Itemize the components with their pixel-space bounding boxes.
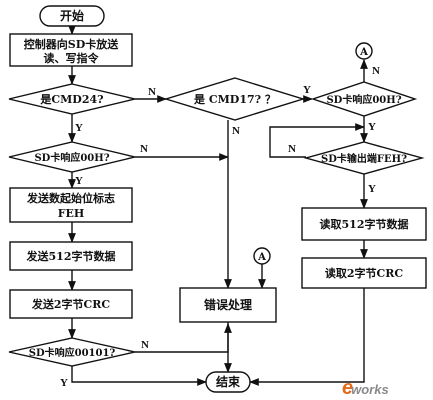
feh-yes-label: Y	[368, 183, 376, 195]
connector-a-mid-label: A	[257, 252, 266, 263]
resp00h-left-decision	[8, 141, 136, 173]
read-crc-label: 读取2字节CRC	[325, 266, 404, 280]
send-512-process	[9, 241, 133, 271]
edge-feh-no-loop	[269, 123, 365, 158]
read-crc-process	[301, 257, 427, 289]
cmd24-decision	[8, 83, 136, 115]
connector-a-mid	[253, 247, 271, 265]
send-crc-process	[9, 289, 133, 319]
cmd17-label: 是 CMD17? ？	[193, 93, 276, 106]
start-flag-process	[9, 187, 133, 223]
read-512-process	[301, 207, 427, 241]
cmd24-label: 是CMD24?	[39, 93, 103, 106]
error-process	[179, 287, 277, 323]
resp00101-decision	[8, 337, 136, 367]
resp00h-right-decision	[310, 81, 418, 117]
eworks-watermark: eworks	[342, 377, 389, 399]
start-flag-label-line1: 发送数起始位标志	[26, 191, 115, 205]
watermark-works: works	[351, 382, 389, 397]
connector-a-top-label: A	[359, 47, 368, 58]
flow-edges	[68, 25, 368, 386]
start-terminal	[39, 5, 105, 27]
error-label: 错误处理	[204, 297, 252, 312]
read-512-label: 读取512字节数据	[320, 217, 409, 231]
resp00h-left-yes-label: Y	[75, 175, 83, 187]
cmd24-no-label: N	[148, 86, 156, 98]
resp00101-no-label: N	[141, 339, 149, 351]
send-cmd-label-line2: 读、写指令	[44, 51, 100, 65]
feh-label: SD卡输出端FEH?	[321, 152, 407, 165]
cmd17-decision	[163, 77, 306, 121]
start-flag-label-line2: FEH	[58, 207, 85, 220]
resp00h-right-label: SD卡响应00H?	[326, 93, 401, 106]
resp00h-right-no-label: N	[372, 65, 380, 77]
node-labels: 开始 控制器向SD卡放送 读、写指令 是CMD24? 是 CMD17? ？ SD…	[24, 8, 409, 389]
branch-labels: N Y Y N N Y N Y N Y N Y	[60, 65, 380, 389]
send-cmd-process	[9, 33, 133, 67]
start-label: 开始	[60, 8, 84, 23]
cmd17-no-label: N	[232, 125, 240, 137]
end-terminal	[205, 371, 251, 393]
cmd17-yes-label: Y	[303, 84, 311, 96]
watermark-e: e	[342, 377, 353, 399]
resp00101-yes-label: Y	[60, 377, 68, 389]
feh-decision	[303, 141, 425, 175]
connector-a-top	[355, 42, 373, 60]
send-512-label: 发送512字节数据	[26, 249, 116, 263]
resp00h-left-label: SD卡响应00H?	[34, 151, 109, 164]
send-crc-label: 发送2字节CRC	[31, 297, 111, 311]
feh-no-label: N	[288, 143, 296, 155]
resp00h-right-yes-label: Y	[368, 121, 376, 133]
edge-resp00101-yes-to-end	[71, 366, 207, 386]
cmd24-yes-label: Y	[75, 122, 83, 134]
resp00h-left-no-label: N	[140, 143, 148, 155]
flow-shapes	[8, 5, 427, 393]
edge-readcrc-to-end	[249, 288, 365, 386]
send-cmd-label-line1: 控制器向SD卡放送	[24, 37, 119, 51]
end-label: 结束	[216, 374, 241, 389]
resp00101-label: SD卡响应00101?	[29, 346, 116, 359]
